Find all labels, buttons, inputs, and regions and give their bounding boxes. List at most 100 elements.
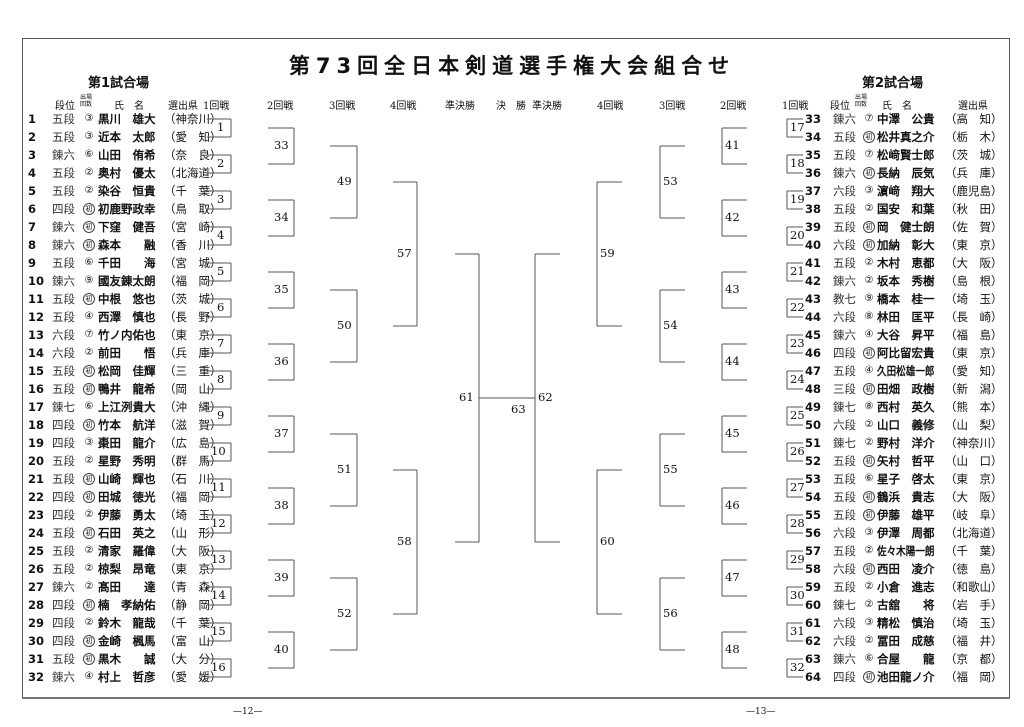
- match-number: 33: [274, 138, 289, 152]
- player-name: 中根 悠也: [98, 292, 156, 306]
- appearance-count: ②: [864, 545, 874, 556]
- player-name: 矢村 哲平: [877, 454, 935, 468]
- match-number: 21: [790, 264, 805, 278]
- player-rank: 五段: [52, 310, 75, 324]
- player-name: 竹ノ内佑也: [98, 328, 156, 342]
- player-name: 伊藤 勇太: [98, 508, 156, 522]
- match-number: 20: [790, 228, 805, 242]
- match-number: 46: [725, 498, 740, 512]
- player-number: 53: [805, 472, 822, 486]
- player-rank: 四段: [52, 202, 75, 216]
- player-number: 17: [28, 400, 45, 414]
- player-name: 合屋 龍: [877, 652, 935, 666]
- appearance-count: 初: [83, 527, 95, 539]
- player-number: 49: [805, 400, 822, 414]
- match-number: 5: [217, 264, 225, 278]
- player-rank: 錬六: [52, 274, 75, 288]
- prefecture: （熊 本）: [945, 400, 1003, 414]
- player-name: 竹本 航洋: [98, 418, 156, 432]
- appearance-count: ③: [864, 185, 874, 196]
- appearance-count: ②: [84, 509, 94, 520]
- match-number: 19: [790, 192, 805, 206]
- player-name: 前田 悟: [98, 346, 156, 360]
- prefecture: （島 根）: [945, 274, 1003, 288]
- prefecture: （岐 阜）: [945, 508, 1003, 522]
- match-number: 49: [337, 174, 352, 188]
- match-number: 31: [790, 624, 805, 638]
- match-number: 2: [217, 156, 225, 170]
- match-number: 47: [725, 570, 740, 584]
- round4-header-right: 4回戦: [597, 101, 624, 112]
- prefecture: （山 口）: [945, 454, 1003, 468]
- prefecture: （福 岡）: [945, 670, 1003, 684]
- player-name: 國友錬太朗: [98, 274, 156, 288]
- round2-header-right: 2回戦: [720, 101, 747, 112]
- match-number: 55: [663, 462, 678, 476]
- prefecture: （兵 庫）: [945, 166, 1003, 180]
- player-rank: 六段: [833, 310, 856, 324]
- player-rank: 錬七: [833, 400, 856, 414]
- page-frame: [22, 38, 1010, 698]
- player-rank: 五段: [52, 454, 75, 468]
- player-name: 初鹿野政幸: [98, 202, 156, 216]
- match-number: 61: [459, 390, 474, 404]
- player-rank: 五段: [833, 130, 856, 144]
- player-rank: 五段: [833, 220, 856, 234]
- player-number: 30: [28, 634, 45, 648]
- player-number: 15: [28, 364, 45, 378]
- appearance-count: ⑦: [84, 329, 94, 340]
- name-header-right: 氏 名: [882, 101, 912, 112]
- player-number: 29: [28, 616, 45, 630]
- appearance-count: ⑨: [864, 293, 874, 304]
- prefecture: （山 梨）: [945, 418, 1003, 432]
- appearance-count: ②: [864, 275, 874, 286]
- player-number: 46: [805, 346, 822, 360]
- player-name: 西澤 慎也: [98, 310, 156, 324]
- match-number: 17: [790, 120, 805, 134]
- appearance-count: 初: [863, 491, 875, 503]
- divider: [22, 697, 1010, 699]
- player-name: 千田 海: [98, 256, 156, 270]
- player-name: 棗田 龍介: [98, 436, 156, 450]
- appearance-count: 初: [83, 293, 95, 305]
- match-number: 13: [211, 552, 226, 566]
- pref-header: 選出県: [168, 101, 198, 112]
- appearance-count: ⑨: [84, 275, 94, 286]
- match-number: 42: [725, 210, 740, 224]
- player-name: 橋本 桂一: [877, 292, 935, 306]
- player-rank: 錬七: [833, 436, 856, 450]
- player-number: 26: [28, 562, 45, 576]
- prefecture: （長 崎）: [945, 310, 1003, 324]
- round2-header: 2回戦: [267, 101, 294, 112]
- player-name: 木村 恵都: [877, 256, 935, 270]
- prefecture: （東 京）: [945, 472, 1003, 486]
- match-number: 30: [790, 588, 805, 602]
- player-rank: 五段: [52, 382, 75, 396]
- appearance-count: 初: [83, 221, 95, 233]
- appearance-count: ⑧: [864, 311, 874, 322]
- player-number: 23: [28, 508, 45, 522]
- player-number: 59: [805, 580, 822, 594]
- player-number: 5: [28, 184, 37, 198]
- player-number: 56: [805, 526, 822, 540]
- player-rank: 六段: [833, 562, 856, 576]
- match-number: 50: [337, 318, 352, 332]
- appearance-count: ②: [864, 437, 874, 448]
- player-number: 55: [805, 508, 822, 522]
- appearance-count: 初: [863, 221, 875, 233]
- appearance-count: ②: [84, 563, 94, 574]
